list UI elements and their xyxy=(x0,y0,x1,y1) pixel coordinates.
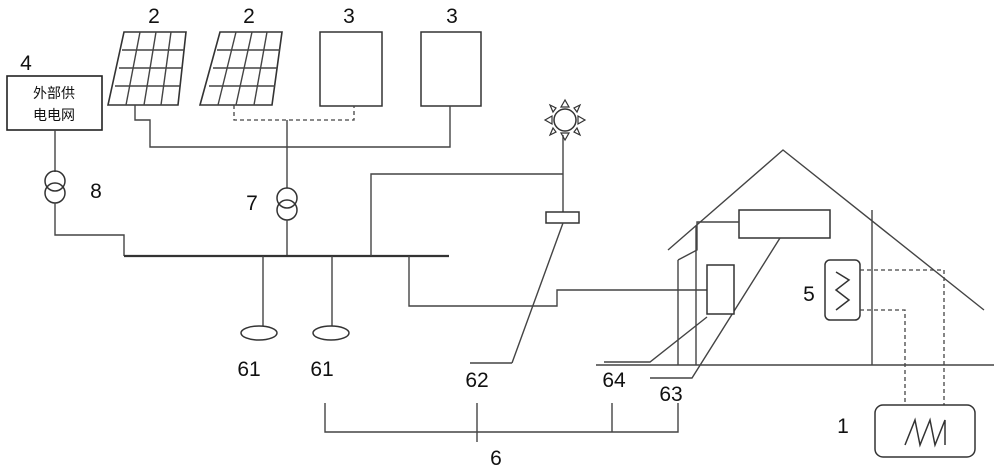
battery-2-label: 3 xyxy=(446,5,458,28)
house xyxy=(596,149,994,366)
street-light-wiring xyxy=(370,135,580,364)
system-bracket xyxy=(324,403,679,442)
external-grid-text-1: 外部供 xyxy=(33,86,75,102)
pv-panel-1-label: 2 xyxy=(148,5,160,28)
load-1 xyxy=(240,256,278,341)
indoor-unit xyxy=(738,209,831,239)
controller-leader xyxy=(604,316,708,363)
battery-1 xyxy=(319,31,383,107)
controller xyxy=(706,264,735,315)
controller-label: 64 xyxy=(602,369,626,392)
indoor-unit-leader xyxy=(650,237,781,379)
load-2-label: 61 xyxy=(310,358,333,381)
pv-panel-1 xyxy=(107,31,187,106)
load-1-label: 61 xyxy=(237,358,260,381)
battery-1-label: 3 xyxy=(343,5,355,28)
pv-panel-2-label: 2 xyxy=(243,5,255,28)
indoor-unit-wire xyxy=(677,221,739,261)
ground-pipes xyxy=(860,269,945,420)
ground-source xyxy=(874,404,976,458)
external-grid-text-2: 电电网 xyxy=(33,108,75,124)
sun-icon xyxy=(543,98,587,142)
battery-2 xyxy=(420,31,482,107)
external-grid-label: 4 xyxy=(20,52,32,75)
load-2 xyxy=(312,256,350,341)
external-grid-box xyxy=(6,75,103,131)
transformer-pv xyxy=(276,187,298,256)
transformer-grid-label: 8 xyxy=(90,180,102,203)
indoor-unit-label: 63 xyxy=(659,383,682,406)
transformer-grid xyxy=(44,130,125,256)
pv-panel-2 xyxy=(198,31,283,106)
ground-source-label: 1 xyxy=(837,415,849,438)
house-feed-line xyxy=(408,256,707,307)
heat-exchanger xyxy=(824,259,861,321)
transformer-pv-label: 7 xyxy=(246,192,258,215)
system-label: 6 xyxy=(490,447,502,470)
heat-exchanger-label: 5 xyxy=(803,283,815,306)
street-light-label: 62 xyxy=(465,369,488,392)
dc-wiring xyxy=(134,105,451,188)
